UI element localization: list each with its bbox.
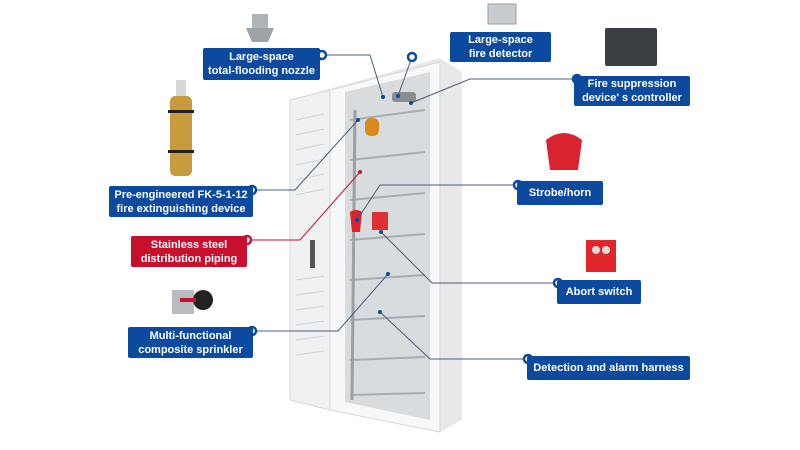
label-line: device' s controller — [582, 92, 682, 104]
label-line: Pre-engineered FK-5-1-12 — [114, 188, 248, 201]
strobe-horn-image — [546, 133, 582, 170]
nozzle-image — [246, 14, 274, 42]
fire-detector-image — [487, 3, 517, 25]
leader-lines — [252, 54, 577, 360]
label-line: fire detector — [468, 48, 533, 60]
label-harness: Detection and alarm harness — [527, 356, 690, 380]
controller-image — [605, 28, 657, 66]
abort-switch-image — [586, 240, 616, 272]
label-controller: Fire suppression device' s controller — [574, 76, 690, 106]
label-line: Fire suppression — [587, 78, 677, 90]
label-line: composite sprinkler — [138, 343, 243, 356]
label-line: Strobe/horn — [528, 187, 592, 199]
extinguisher-image — [168, 80, 194, 176]
label-line: fire extinguishing device — [116, 202, 246, 215]
label-nozzle: Large-space total-flooding nozzle — [203, 48, 320, 80]
label-abort: Abort switch — [557, 280, 641, 304]
label-detector: Large-space fire detector — [450, 32, 551, 62]
sprinkler-image — [172, 290, 213, 314]
label-line: Stainless steel — [150, 238, 228, 251]
label-line: Multi-functional — [149, 329, 232, 342]
label-line: Detection and alarm harness — [533, 362, 684, 374]
extinguisher-in-cabinet — [365, 118, 379, 136]
label-line: total-flooding nozzle — [208, 65, 315, 77]
label-strobe: Strobe/horn — [517, 181, 603, 205]
label-line: Abort switch — [565, 286, 633, 298]
door-handle — [310, 240, 315, 268]
server-cabinet — [289, 58, 462, 433]
label-line: distribution piping — [140, 252, 238, 265]
abort-in-cabinet — [372, 212, 388, 230]
label-line: Large-space — [468, 34, 533, 46]
label-line: Large-space — [229, 51, 294, 63]
